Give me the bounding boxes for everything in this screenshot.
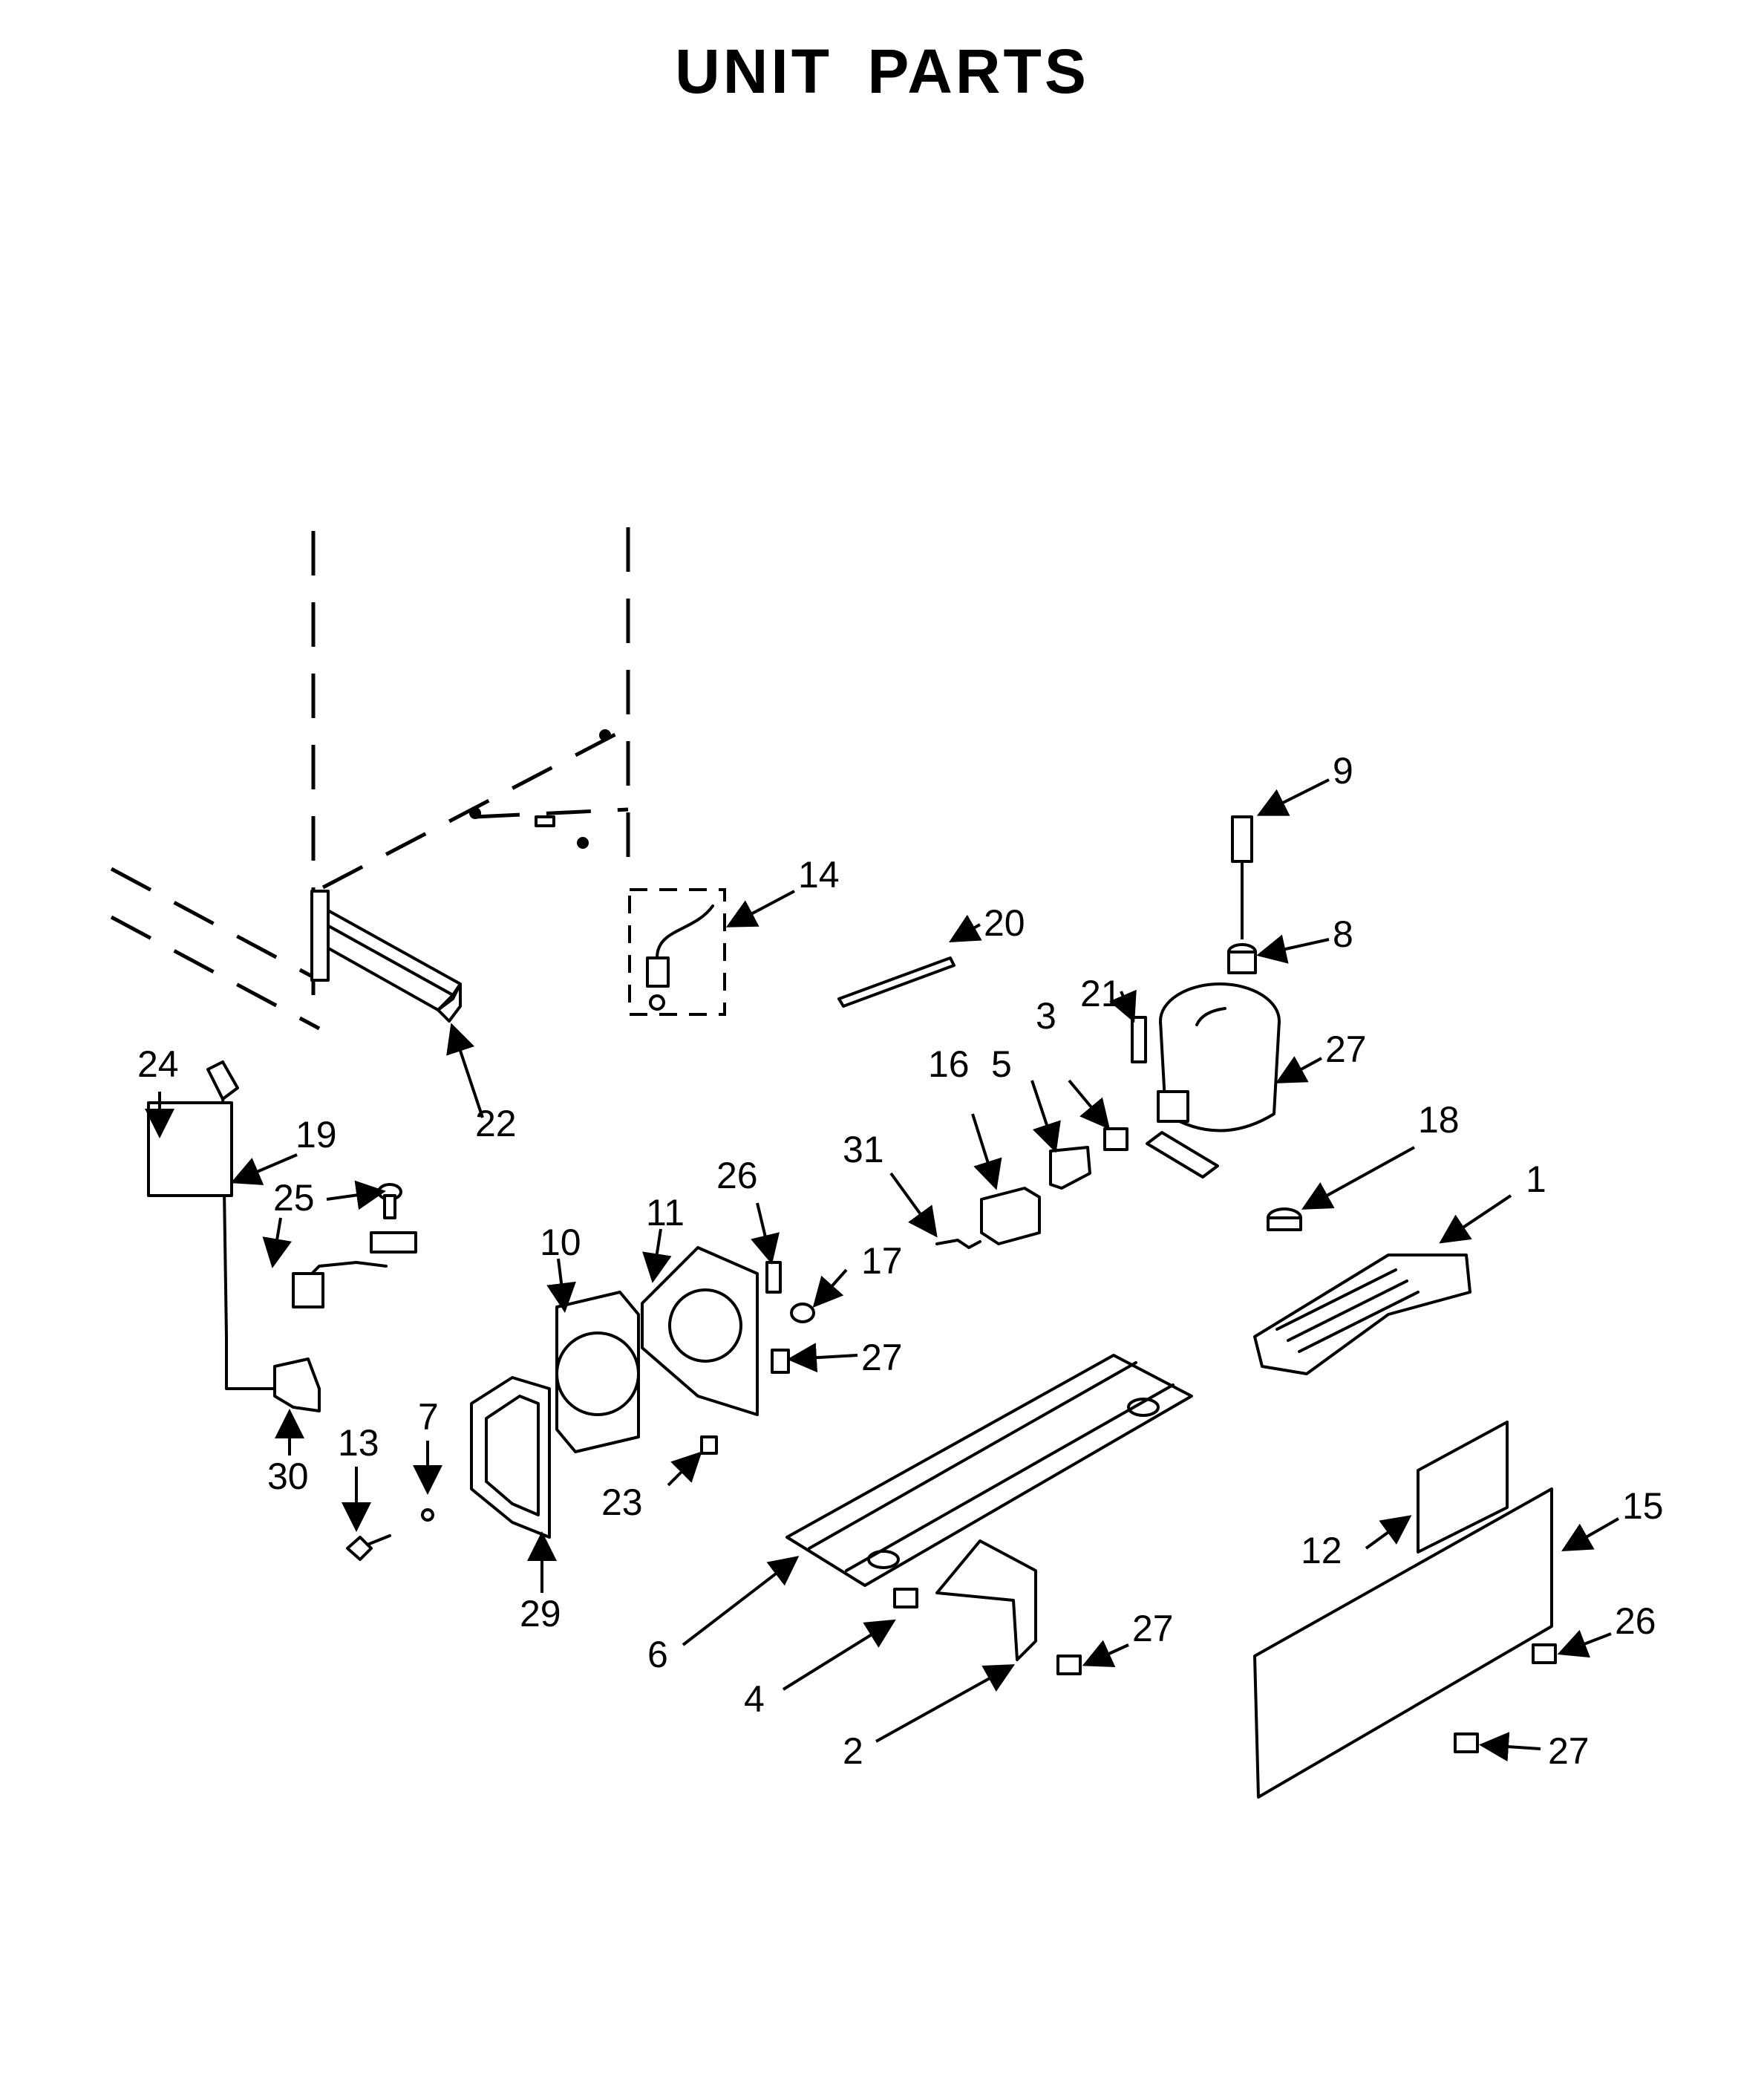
callout-27-b: 27 bbox=[1132, 1608, 1174, 1649]
part-17-nut bbox=[790, 1303, 815, 1323]
part-16-box bbox=[980, 1187, 1041, 1245]
callout-21: 21 bbox=[1080, 973, 1122, 1014]
part-6-base-rail bbox=[785, 1354, 1193, 1587]
part-26-screw-a bbox=[765, 1261, 782, 1294]
leader-lines bbox=[145, 778, 1619, 1762]
part-14-capacitor-kit bbox=[628, 888, 726, 1016]
callout-19: 19 bbox=[295, 1114, 337, 1155]
callout-31: 31 bbox=[843, 1129, 884, 1170]
callout-29: 29 bbox=[520, 1593, 561, 1634]
part-19-power-cord bbox=[206, 1060, 276, 1390]
callout-labels: 9 8 14 20 21 3 27 16 5 18 1 31 26 11 17 … bbox=[137, 750, 1664, 1772]
callout-26-a: 26 bbox=[716, 1155, 758, 1196]
callout-24: 24 bbox=[137, 1043, 179, 1085]
callout-15: 15 bbox=[1622, 1485, 1664, 1527]
callout-1: 1 bbox=[1526, 1158, 1546, 1200]
callout-2: 2 bbox=[843, 1730, 863, 1772]
part-13-screw bbox=[346, 1534, 391, 1561]
part-3-cover bbox=[1103, 1127, 1128, 1151]
callout-27-a: 27 bbox=[861, 1337, 903, 1378]
callout-16: 16 bbox=[928, 1043, 970, 1085]
part-29-fan-frame bbox=[470, 1376, 551, 1539]
callout-25: 25 bbox=[273, 1177, 315, 1219]
page-title: UNIT PARTS bbox=[675, 36, 1089, 106]
callout-8: 8 bbox=[1333, 913, 1353, 955]
part-10-fan bbox=[555, 1291, 640, 1453]
part-28-compressor bbox=[1146, 982, 1281, 1179]
part-25-screw bbox=[292, 1183, 417, 1308]
part-1-drain-pan bbox=[1253, 1254, 1471, 1375]
callout-13: 13 bbox=[338, 1422, 379, 1464]
part-30-bracket bbox=[273, 1357, 321, 1412]
callout-11: 11 bbox=[646, 1192, 685, 1233]
part-12-panel bbox=[1417, 1421, 1509, 1554]
part-5-relay bbox=[1049, 1146, 1091, 1190]
callout-7: 7 bbox=[418, 1396, 439, 1438]
callout-17: 17 bbox=[861, 1240, 903, 1282]
part-26-screw-b bbox=[1532, 1643, 1557, 1664]
cabinet-outline bbox=[110, 527, 630, 1031]
part-31-clip bbox=[935, 1239, 981, 1249]
callout-4: 4 bbox=[744, 1678, 765, 1720]
part-27-screw-a bbox=[771, 1349, 790, 1374]
part-9-bolt bbox=[1231, 815, 1253, 939]
part-21-filter bbox=[1131, 1016, 1147, 1063]
callout-6: 6 bbox=[647, 1634, 668, 1675]
callout-30: 30 bbox=[267, 1456, 309, 1497]
callout-18: 18 bbox=[1418, 1099, 1460, 1141]
callout-23: 23 bbox=[601, 1481, 643, 1523]
part-15-access-panel bbox=[1253, 1487, 1553, 1799]
callout-3: 3 bbox=[1036, 995, 1056, 1037]
part-27-screw-c bbox=[1454, 1732, 1479, 1753]
part-8-grommet bbox=[1227, 943, 1257, 974]
callout-22: 22 bbox=[475, 1103, 517, 1144]
part-23-clip bbox=[700, 1435, 718, 1455]
callout-20: 20 bbox=[984, 902, 1025, 944]
callout-28: 27 bbox=[1325, 1029, 1367, 1070]
part-22-bracket bbox=[310, 890, 462, 1023]
part-18-grommet bbox=[1267, 1207, 1302, 1231]
part-2-bracket bbox=[935, 1539, 1037, 1661]
callout-26-b: 26 bbox=[1615, 1600, 1656, 1642]
callout-14: 14 bbox=[798, 854, 840, 896]
part-7-small-part bbox=[421, 1508, 434, 1522]
part-27-screw-b bbox=[1056, 1655, 1082, 1675]
part-20-rod bbox=[837, 956, 956, 1008]
callout-10: 10 bbox=[540, 1222, 581, 1263]
callout-12: 12 bbox=[1301, 1530, 1342, 1571]
callout-27-c: 27 bbox=[1548, 1730, 1590, 1772]
callout-5: 5 bbox=[991, 1043, 1012, 1085]
part-11-fan-shroud bbox=[641, 1246, 759, 1416]
callout-9: 9 bbox=[1333, 750, 1353, 792]
part-4-screw bbox=[893, 1588, 918, 1608]
